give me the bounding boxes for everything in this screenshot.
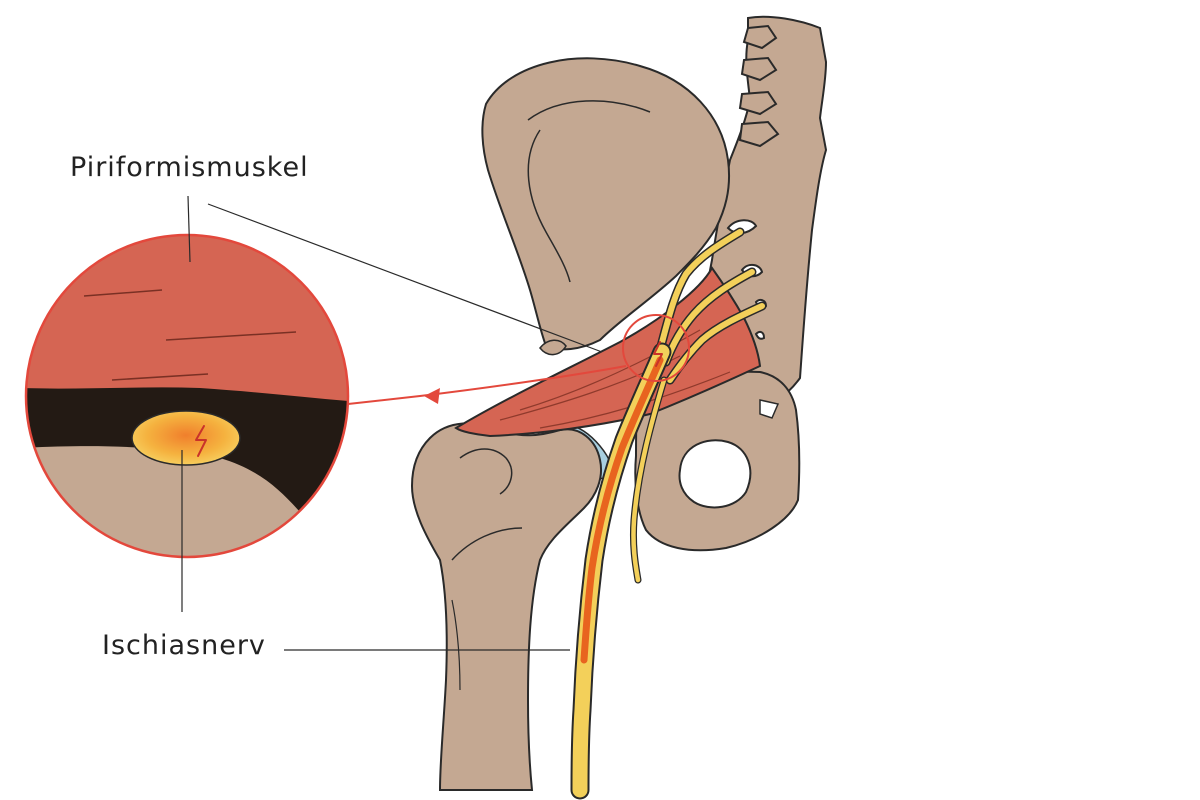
- sciatic-nerve-label: Ischiasnerv: [102, 630, 266, 661]
- compression-highlight-ring: [622, 314, 690, 382]
- nerve-cross-section: [131, 410, 241, 466]
- zoom-circle-border: [24, 233, 350, 559]
- leader-lines: [181, 195, 603, 651]
- lightning-bolt-icon: [195, 425, 207, 457]
- piriformis-label: Piriformismuskel: [70, 152, 309, 183]
- hip-bone: [481, 57, 801, 552]
- zoom-cross-section: [24, 233, 350, 559]
- femur: [410, 422, 602, 791]
- zoom-arrow: [347, 365, 627, 405]
- lightning-bolt-icon: [653, 341, 663, 367]
- nerve-roots: [630, 227, 767, 584]
- sciatic-nerve: [570, 342, 672, 800]
